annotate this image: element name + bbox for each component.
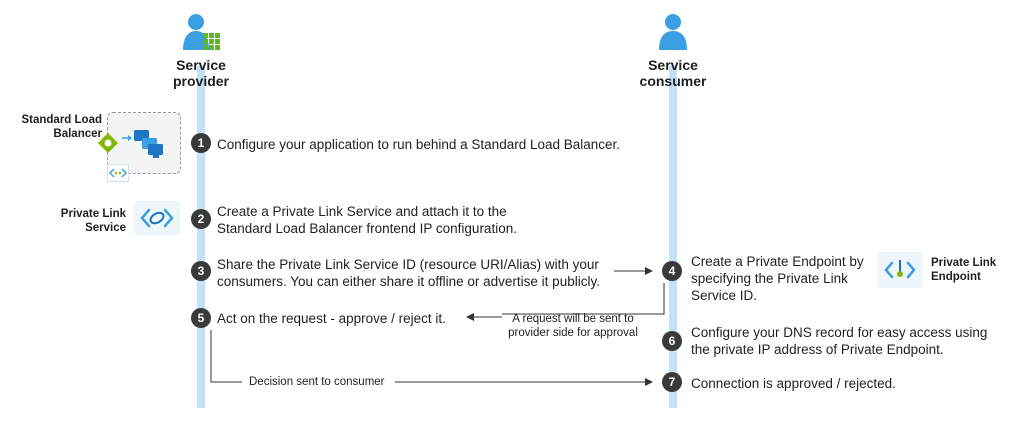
service-consumer-icon <box>657 12 689 52</box>
private-link-service-label: Private Link Service <box>60 208 126 234</box>
request-sent-annotation: A request will be sent to provider side … <box>508 313 638 339</box>
decision-sent-annotation: Decision sent to consumer <box>249 376 385 388</box>
service-consumer-label: Service consumer <box>639 57 707 89</box>
virtual-machines-icon <box>120 128 166 160</box>
decision-arrow <box>210 330 242 383</box>
step-4-number: 4 <box>662 261 682 281</box>
step-4-text: Create a Private Endpoint by specifying … <box>691 254 864 303</box>
step-3-text: Share the Private Link Service ID (resou… <box>217 257 600 289</box>
step-2-number: 2 <box>191 209 211 229</box>
load-balancer-icon <box>97 132 119 154</box>
step-5-text: Act on the request - approve / reject it… <box>217 311 446 326</box>
service-provider-label: Service provider <box>172 57 229 89</box>
load-balancer-label: Standard Load Balancer <box>21 114 102 140</box>
step-1-number: 1 <box>191 133 211 153</box>
service-provider-icon <box>182 12 222 52</box>
step-7-number: 7 <box>662 372 682 392</box>
request-arrow <box>502 283 665 315</box>
private-link-endpoint-icon <box>877 252 923 288</box>
step-7-text: Connection is approved / rejected. <box>691 376 896 391</box>
private-link-service-icon <box>134 201 180 235</box>
step-6-text: Configure your DNS record for easy acces… <box>691 325 988 357</box>
step-5-number: 5 <box>191 308 211 328</box>
consumer-lifeline <box>669 66 677 408</box>
step-2-text: Create a Private Link Service and attach… <box>217 204 517 236</box>
step-1-text: Configure your application to run behind… <box>217 137 621 152</box>
private-link-endpoint-label: Private Link Endpoint <box>931 257 997 283</box>
step-3-number: 3 <box>191 261 211 281</box>
provider-lifeline <box>197 66 205 408</box>
vnet-icon <box>107 164 129 182</box>
step-6-number: 6 <box>662 331 682 351</box>
